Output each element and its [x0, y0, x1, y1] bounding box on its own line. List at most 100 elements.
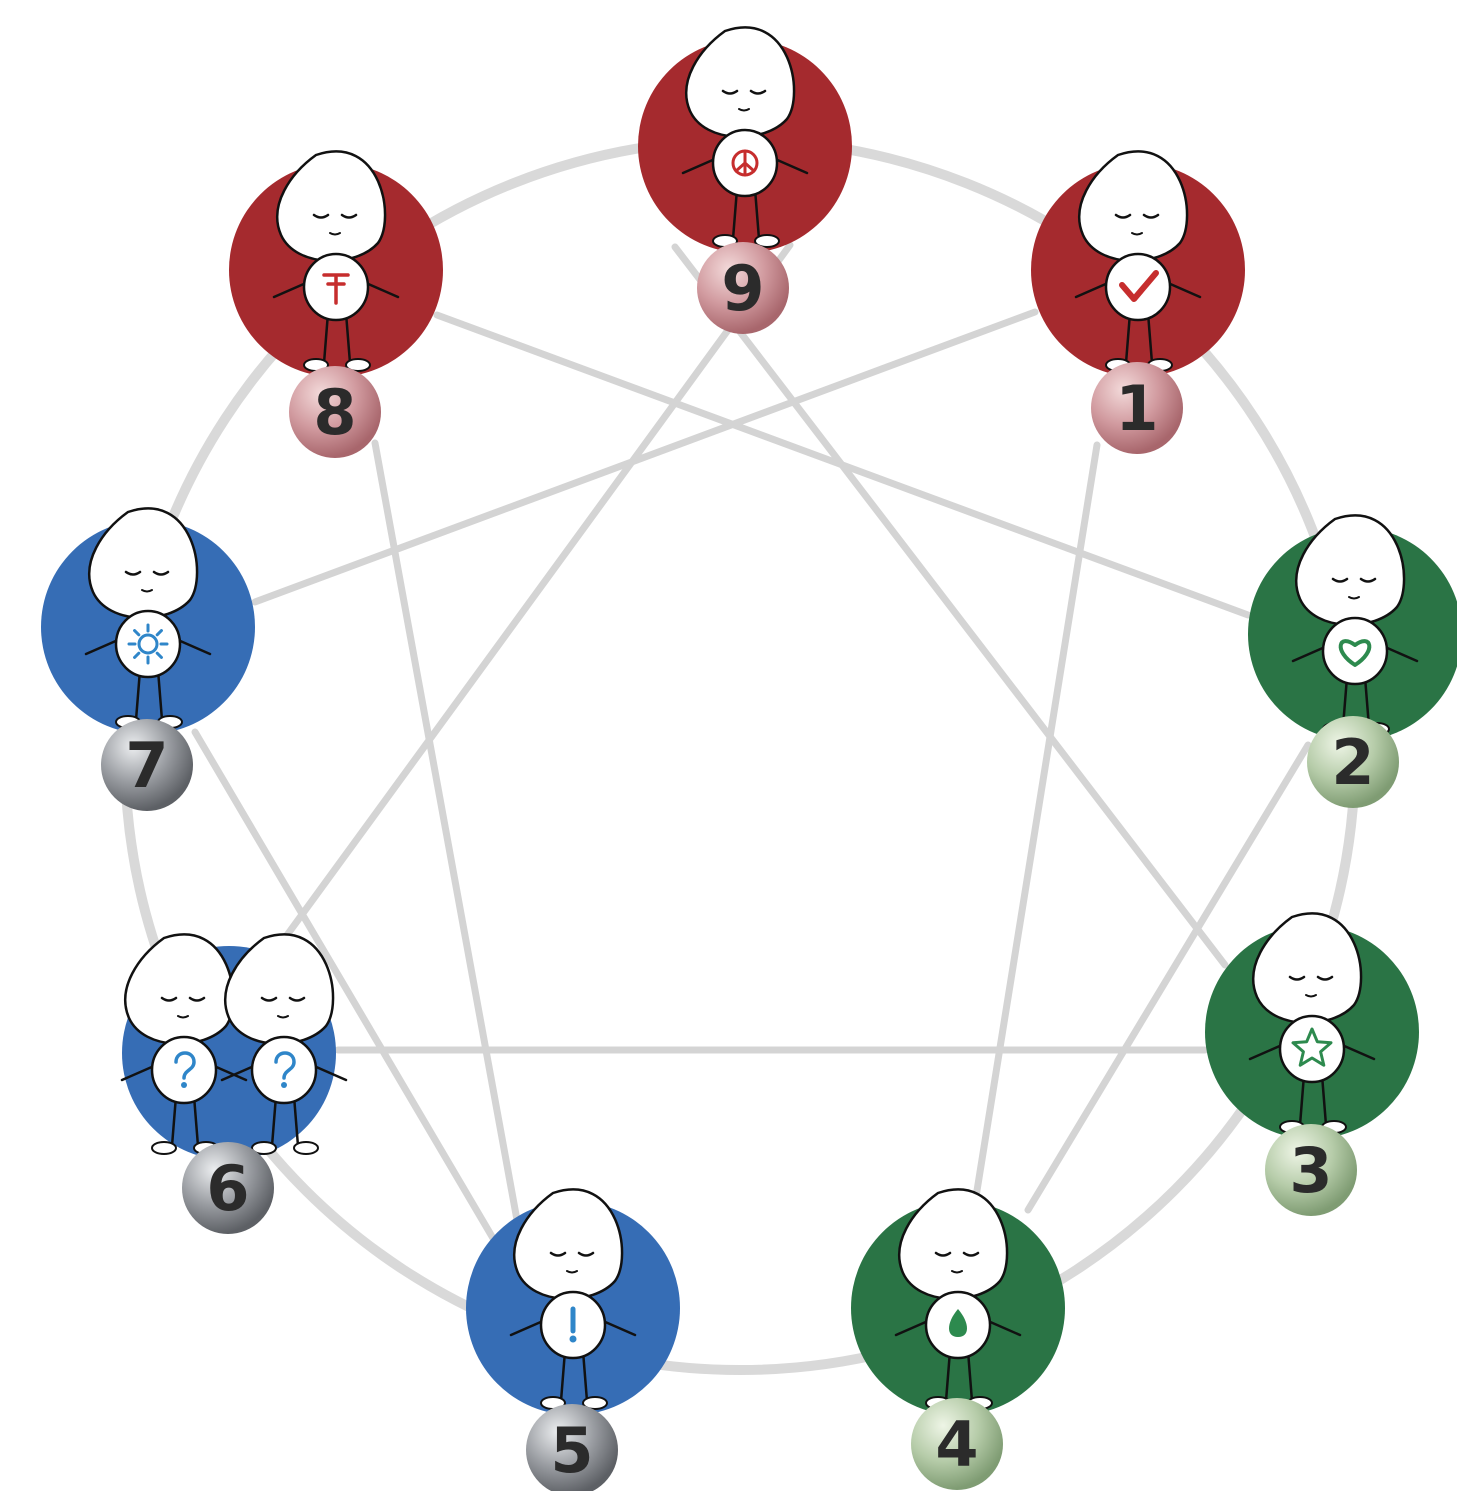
character-figure [272, 150, 400, 372]
character-figure [84, 507, 212, 729]
question-mark-dot [181, 1082, 187, 1088]
character-legs [322, 311, 352, 365]
type-number-label: 9 [721, 252, 764, 325]
character-mouth [1348, 596, 1360, 600]
type-node-4: 4 [851, 1188, 1065, 1490]
type-number-label: 2 [1331, 726, 1374, 799]
enneagram-connection-lines [191, 241, 1312, 1249]
hammer-icon [322, 273, 350, 305]
character-eyes [934, 1251, 980, 1257]
character-head [513, 1188, 624, 1300]
type-node-8: 8 [229, 150, 443, 458]
character-legs [134, 668, 164, 722]
character-eyes [1114, 213, 1160, 219]
character-head [685, 26, 796, 138]
character-legs [559, 1349, 589, 1403]
character-eyes [124, 570, 170, 576]
type-number-label: 6 [206, 1152, 249, 1225]
character-belly [1104, 252, 1172, 322]
character-head [1252, 912, 1363, 1024]
connection-line-7-1 [251, 308, 1039, 606]
character-head [1078, 150, 1189, 262]
character-mouth [1131, 232, 1143, 236]
type-number-label: 7 [125, 729, 168, 802]
character-legs [1124, 311, 1154, 365]
character-mouth [1305, 994, 1317, 998]
type-node-7: 7 [41, 507, 255, 811]
character-head [124, 933, 235, 1045]
star-icon [1291, 1027, 1333, 1067]
type-number-label: 5 [550, 1414, 593, 1487]
exclamation-dot [569, 1335, 577, 1343]
character-belly [250, 1035, 318, 1105]
character-arms [84, 638, 212, 656]
type-node-3: 3 [1205, 912, 1419, 1216]
connection-line-5-7 [191, 728, 501, 1249]
character-legs [944, 1349, 974, 1403]
character-figure [1074, 150, 1202, 372]
number-pearl [1307, 716, 1399, 808]
question-mark-icon [174, 1051, 196, 1088]
number-pearl [101, 719, 193, 811]
character-mouth [329, 232, 341, 236]
connection-line-8-5 [371, 439, 521, 1224]
type-node-6: 6 [120, 933, 348, 1234]
type-node-2: 2 [1248, 514, 1457, 808]
character-head [898, 1188, 1009, 1300]
character-arms [681, 157, 809, 175]
type-number-label: 4 [935, 1408, 978, 1481]
number-pearl [697, 242, 789, 334]
character-mouth [177, 1015, 189, 1019]
type-node-9: 9 [638, 26, 852, 334]
type-node-1: 1 [1031, 150, 1245, 454]
peace-sign-icon [731, 149, 759, 177]
number-pearl [911, 1398, 1003, 1490]
character-eyes [1288, 975, 1334, 981]
number-pearl [1091, 362, 1183, 454]
character-legs [731, 187, 761, 241]
character-eyes [260, 996, 306, 1002]
checkmark-icon [1119, 270, 1159, 302]
character-arms [272, 281, 400, 299]
character-eyes [1331, 577, 1377, 583]
connection-line-6-9 [278, 241, 794, 946]
character-mouth [277, 1015, 289, 1019]
type-number-label: 8 [313, 376, 356, 449]
character-belly [1321, 616, 1389, 686]
question-mark-icon [274, 1051, 296, 1088]
character-legs [270, 1094, 300, 1148]
character-eyes [160, 996, 206, 1002]
character-figure [681, 26, 809, 248]
character-mouth [738, 108, 750, 112]
character-head [276, 150, 387, 262]
character-foot-right [582, 1396, 608, 1410]
character-mouth [141, 589, 153, 593]
character-head [88, 507, 199, 619]
teardrop-shape [949, 1309, 967, 1337]
type-node-5: 5 [466, 1188, 680, 1491]
character-foot-left [151, 1141, 177, 1155]
number-pearl [526, 1404, 618, 1491]
character-legs [170, 1094, 200, 1148]
character-eyes [721, 89, 767, 95]
teardrop-icon [949, 1309, 967, 1337]
character-figure-right [220, 933, 348, 1155]
question-mark-dot [281, 1082, 287, 1088]
character-arms [1291, 645, 1419, 663]
heart-icon [1338, 639, 1372, 667]
connection-line-9-3 [671, 243, 1229, 969]
enneagram-type-nodes: 9 1 2 3 4 5 6 7 8 [41, 26, 1457, 1491]
type-number-label: 3 [1289, 1134, 1332, 1207]
character-legs [1298, 1073, 1328, 1127]
character-foot-right [754, 234, 780, 248]
character-foot-left [251, 1141, 277, 1155]
character-belly [150, 1035, 218, 1105]
number-pearl [1265, 1124, 1357, 1216]
connection-line-4-2 [1024, 741, 1312, 1214]
character-foot-right [293, 1141, 319, 1155]
character-eyes [549, 1251, 595, 1257]
character-arms [1248, 1043, 1376, 1061]
type-number-label: 1 [1115, 372, 1158, 445]
connection-line-1-4 [971, 441, 1101, 1207]
